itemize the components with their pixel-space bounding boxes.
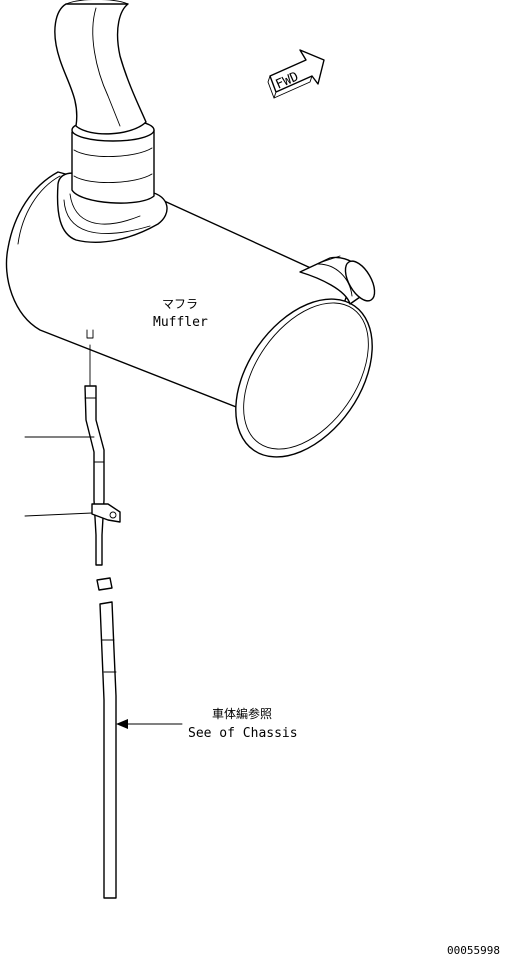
- chassis-ref-arrow: [116, 719, 183, 729]
- muffler-label-jp: マフラ: [162, 297, 198, 311]
- side-outlet-pipe: [299, 255, 376, 305]
- drain-tube-upper: [84, 329, 105, 566]
- muffler-end-cap-rim: [243, 302, 369, 450]
- tube-clamp: [91, 503, 121, 523]
- muffler-end-cap: [235, 298, 373, 458]
- tail-pipe: [54, 0, 155, 204]
- tube-connector: [96, 577, 113, 591]
- drawing-number: 00055998: [447, 944, 500, 957]
- muffler-label-en: Muffler: [153, 315, 208, 330]
- drain-tube-lower: [99, 601, 117, 899]
- chassis-ref-label-en: See of Chassis: [188, 726, 298, 741]
- chassis-ref-label-jp: 車体編参照: [212, 706, 272, 721]
- muffler-top-edge: [17, 175, 61, 245]
- pipe-elbow: [54, 3, 147, 135]
- fwd-arrow: FWD: [267, 49, 325, 99]
- leader-line-clamp: [24, 512, 93, 517]
